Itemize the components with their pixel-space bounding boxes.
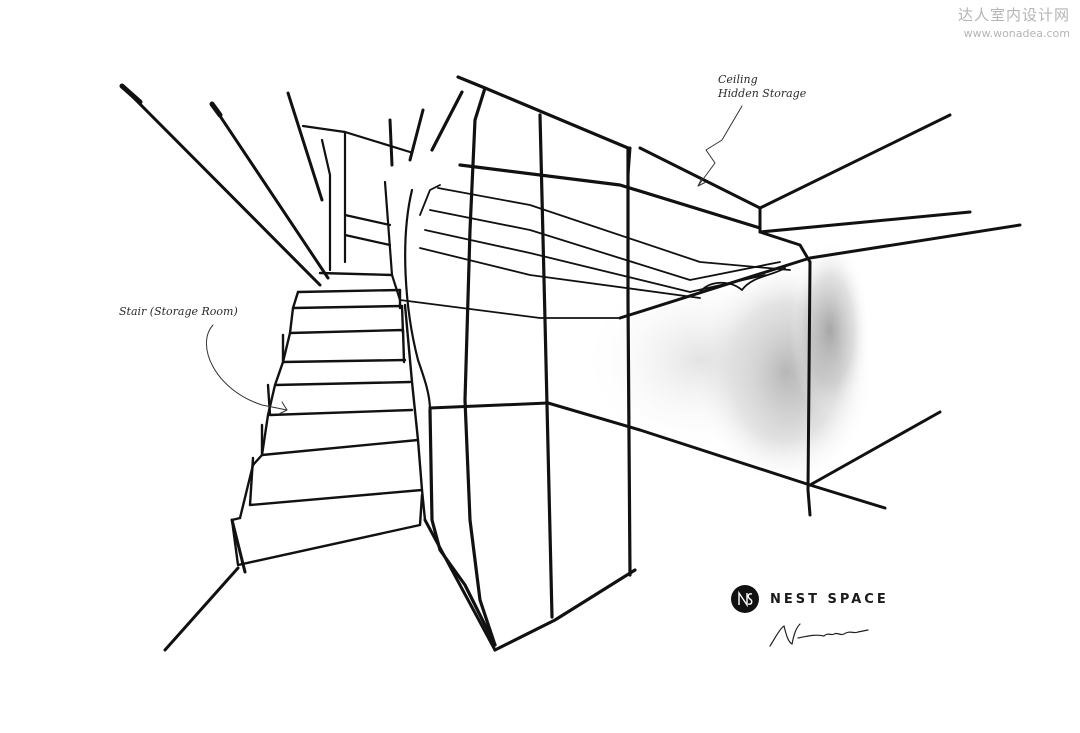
stair-leader bbox=[205, 324, 288, 415]
brand-name: NEST SPACE bbox=[770, 591, 889, 607]
watermark: 达人室内设计网 www.wonadea.com bbox=[958, 4, 1070, 40]
brand-logo: NEST SPACE bbox=[731, 585, 889, 613]
stair-steps bbox=[230, 271, 427, 567]
unit-flank bbox=[404, 188, 432, 412]
signature bbox=[769, 623, 869, 647]
wall-shading bbox=[580, 240, 875, 487]
watermark-url: www.wonadea.com bbox=[963, 27, 1070, 40]
storage-unit bbox=[428, 75, 762, 652]
ceiling-storage bbox=[399, 184, 791, 319]
ceiling-label-line1: Ceiling bbox=[718, 73, 758, 86]
ceiling-label-line2: Hidden Storage bbox=[718, 87, 807, 100]
ceiling-label: Ceiling Hidden Storage bbox=[718, 73, 806, 101]
perspective-lines bbox=[119, 83, 425, 287]
watermark-title: 达人室内设计网 bbox=[957, 6, 1070, 24]
right-wall bbox=[618, 113, 1022, 517]
ceiling-leader bbox=[697, 105, 743, 187]
ns-monogram-icon bbox=[731, 585, 759, 613]
stair-label: Stair (Storage Room) bbox=[119, 305, 238, 318]
